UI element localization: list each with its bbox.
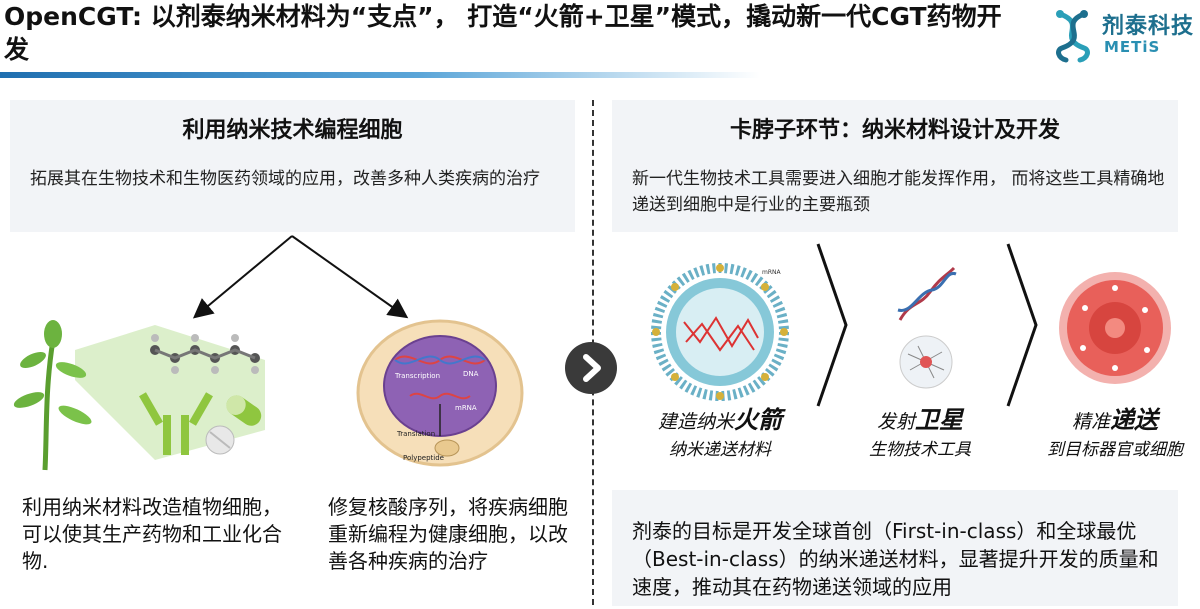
- branch-arrows: [192, 235, 409, 319]
- next-arrow-icon: [583, 354, 601, 382]
- cell-label-transcription: Transcription: [394, 372, 440, 380]
- step-separator-2: [1006, 243, 1038, 407]
- step-rocket-emphasis: 火箭: [734, 406, 782, 434]
- left-panel-title: 利用纳米技术编程细胞: [182, 118, 403, 143]
- left-panel-subtitle: 拓展其在生物技术和生物医药领域的应用，改善多种人类疾病的治疗: [30, 169, 540, 189]
- next-button[interactable]: [565, 342, 617, 394]
- step-satellite-prefix: 发射: [876, 411, 915, 433]
- step-separator-1: [816, 243, 848, 407]
- step-delivery: 精准递送 到目标器官或细胞: [1030, 400, 1200, 460]
- company-logo: 剂泰科技 METiS: [1050, 6, 1200, 66]
- left-caption-cells: 修复核酸序列，将疾病细胞重新编程为健康细胞，以改善各种疾病的治疗: [328, 495, 568, 573]
- antibody-icon: [139, 392, 213, 455]
- step-delivery-sub: 到目标器官或细胞: [1047, 440, 1183, 460]
- cell-label-polypeptide: Polypeptide: [403, 454, 444, 462]
- goal-box: [612, 490, 1178, 606]
- right-header-box: [612, 100, 1178, 232]
- right-panel-title: 卡脖子环节：纳米材料设计及开发: [729, 118, 1060, 143]
- title-underline: [0, 72, 760, 78]
- goal-statement: 剂泰的目标是开发全球首创（First-in-class）和全球最优（Best-i…: [632, 519, 1159, 599]
- step-satellite: 发射卫星 生物技术工具: [845, 400, 995, 460]
- step-delivery-prefix: 精准: [1071, 411, 1110, 433]
- logo-chinese-name: 剂泰科技: [1102, 14, 1195, 39]
- metis-logo-icon: [1056, 10, 1090, 63]
- cell-label-translation: Translation: [396, 430, 435, 438]
- capsule-icon: [226, 395, 262, 426]
- nanoparticle-label: mRNA: [762, 269, 782, 276]
- target-cell-icon: [1059, 272, 1171, 384]
- step-satellite-sub: 生物技术工具: [869, 440, 971, 460]
- page-title: OpenCGT: 以剂泰纳米材料为“支点”， 打造“火箭+卫星”模式，撬动新一代…: [4, 2, 1002, 64]
- left-header-box: [10, 100, 575, 232]
- cell-label-mrna: mRNA: [455, 404, 477, 412]
- step-satellite-emphasis: 卫星: [915, 406, 963, 434]
- step-rocket-sub: 纳米递送材料: [669, 440, 771, 460]
- right-panel-subtitle: 新一代生物技术工具需要进入细胞才能发挥作用， 而将这些工具精确地递送到细胞中是行…: [632, 169, 1165, 215]
- molecule-chain-icon: [150, 334, 260, 374]
- plant-illustration: [13, 320, 265, 471]
- step-delivery-emphasis: 递送: [1110, 406, 1158, 434]
- step-rocket-prefix: 建造纳米: [657, 411, 734, 433]
- cell-label-dna: DNA: [463, 370, 479, 378]
- nanoparticle-icon: mRNA: [651, 263, 789, 401]
- logo-english-name: METiS: [1104, 38, 1161, 56]
- satellite-tools-illustration: [897, 266, 957, 389]
- left-caption-plants: 利用纳米材料改造植物细胞，可以使其生产药物和工业化合物.: [22, 495, 282, 573]
- mrna-strand-icon: [897, 266, 957, 321]
- cell-illustration: Transcription DNA mRNA Translation Polyp…: [356, 319, 524, 467]
- plant-icon: [44, 320, 62, 348]
- step-rocket: 建造纳米火箭 纳米递送材料: [640, 400, 800, 460]
